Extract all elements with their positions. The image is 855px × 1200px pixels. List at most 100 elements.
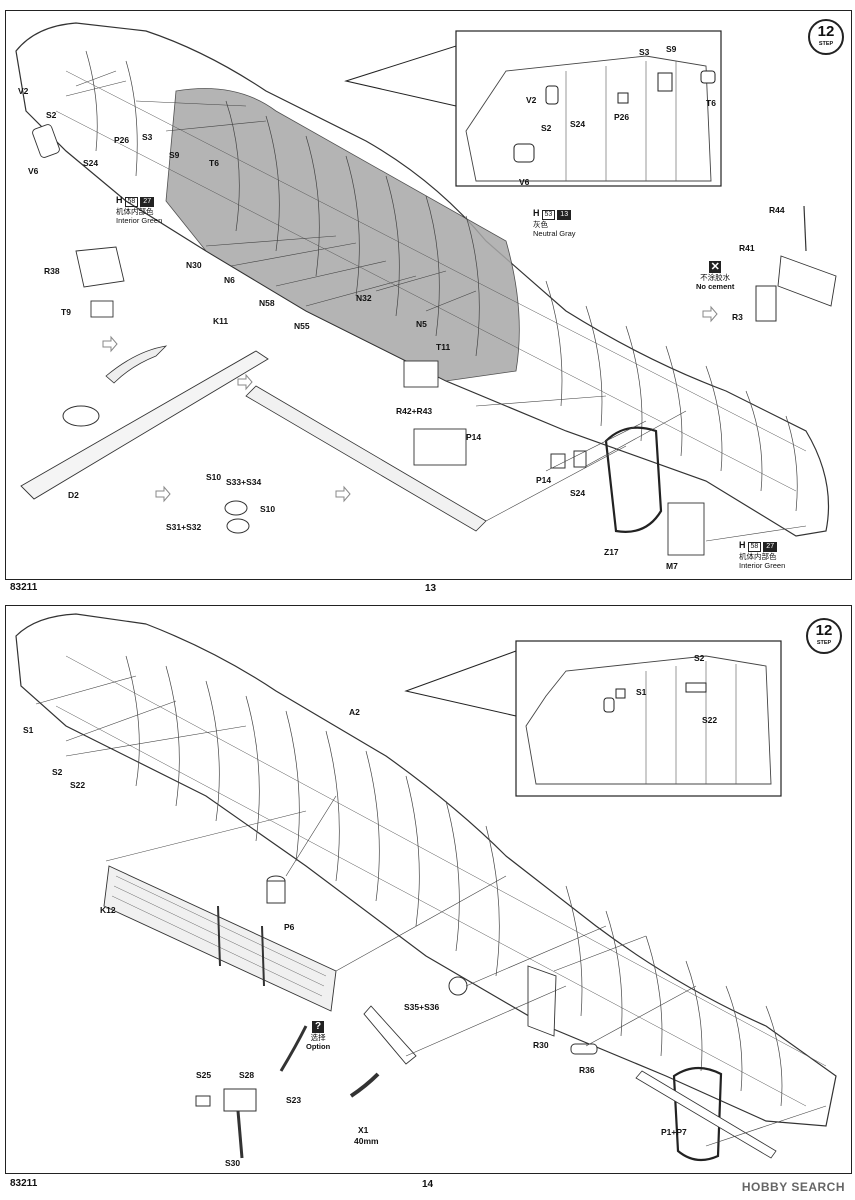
part-label: D2 [68, 490, 79, 500]
part-label: S2 [52, 767, 63, 777]
door-frame [672, 1066, 723, 1162]
page-number: 13 [425, 583, 437, 594]
no-cement-callout: ✕ 不涂胶水 No cement [696, 261, 735, 291]
seat-cushion-k11 [105, 345, 168, 384]
part-label: M7 [666, 561, 678, 571]
detail-inset-box [515, 640, 782, 797]
part-label: S25 [196, 1070, 212, 1080]
inset-pointer [344, 45, 457, 107]
part-label: P14 [536, 475, 552, 485]
part-label: K12 [100, 905, 116, 915]
option-icon: ? [312, 1021, 325, 1033]
part-label: S10 [260, 504, 276, 514]
part-label: R42+R43 [396, 406, 433, 416]
part-label: S9 [169, 150, 180, 160]
part-label: S33+S34 [226, 477, 262, 487]
inset-part-label: V6 [519, 177, 530, 187]
cabin-floor-panel [245, 385, 487, 532]
page-number: 14 [422, 1179, 434, 1190]
inset-fuselage-section [525, 655, 772, 785]
part-label: S30 [225, 1158, 241, 1168]
part-label: X1 [358, 1125, 369, 1135]
bench-rail-d2 [20, 350, 269, 500]
part-label: P14 [466, 432, 482, 442]
gun-mount [363, 1005, 417, 1065]
part-label: R30 [533, 1040, 549, 1050]
part-label: N6 [224, 275, 235, 285]
step-number: 12 [817, 23, 835, 40]
inset-part-label: T6 [706, 98, 716, 108]
inset-part-label: S3 [639, 47, 650, 57]
inset-frames [645, 661, 737, 784]
fuselage-frames [85, 50, 798, 512]
part-label: R36 [579, 1065, 595, 1075]
fuselage-exploded-diagram-13 [15, 22, 837, 556]
fuselage-half-outline [15, 613, 837, 1127]
fuselage-exploded-diagram-14 [15, 613, 837, 1162]
detail-inset-box [455, 30, 722, 187]
part-label: R41 [739, 243, 755, 253]
direction-arrows [102, 305, 718, 503]
part-label: T11 [436, 342, 451, 352]
part-label: V2 [18, 86, 29, 96]
no-cement-icon: ✕ [709, 261, 722, 273]
part-label: R44 [769, 205, 785, 215]
door-frame-z17 [604, 426, 663, 533]
step-label: STEP [816, 640, 832, 646]
step-badge: 12 STEP [808, 19, 844, 55]
part-label: S24 [570, 488, 586, 498]
part-label: S3 [142, 132, 153, 142]
step-label: STEP [818, 41, 834, 47]
leader-lines [35, 675, 827, 1147]
part-label: K11 [213, 316, 229, 326]
fuselage-stringers [55, 655, 827, 1107]
part-label: Z17 [604, 547, 619, 557]
part-label: N32 [356, 293, 372, 303]
part-label: S1 [23, 725, 34, 735]
part-label: N30 [186, 260, 202, 270]
part-label: N5 [416, 319, 427, 329]
inset-part-label: V2 [526, 95, 537, 105]
inset-part-label: S2 [541, 123, 552, 133]
neutral-gray-interior [165, 88, 520, 382]
part-label: S24 [83, 158, 99, 168]
part-label: R3 [732, 312, 743, 322]
part-label: S23 [286, 1095, 302, 1105]
option-callout: ? 选择 Option [306, 1021, 331, 1051]
part-label: S2 [46, 110, 57, 120]
step-badge: 12 STEP [806, 618, 842, 654]
panel-r30 [527, 965, 557, 1037]
part-label: V6 [28, 166, 39, 176]
rack-r41 [777, 255, 837, 307]
part-label: P6 [284, 922, 295, 932]
inset-part-label: P26 [614, 112, 630, 122]
part-label: P26 [114, 135, 130, 145]
panel-m7 [667, 502, 705, 556]
part-label: N55 [294, 321, 310, 331]
part-label: S10 [206, 472, 222, 482]
inset-frames [565, 61, 677, 181]
step-number: 12 [815, 622, 833, 639]
part-label: A2 [349, 707, 360, 717]
doc-code: 83211 [10, 1178, 38, 1189]
strip-p1-p7 [635, 1070, 777, 1159]
inset-part-label: S9 [666, 44, 677, 54]
part-label: 40mm [354, 1136, 379, 1146]
fuselage-frames [125, 655, 783, 1107]
part-label: T9 [61, 307, 71, 317]
part-label: S35+S36 [404, 1002, 440, 1012]
part-label: R38 [44, 266, 60, 276]
inset-part-label: S2 [694, 653, 705, 663]
watermark-text: HOBBY SEARCH [741, 1180, 845, 1194]
inset-part-label: S1 [636, 687, 647, 697]
instruction-sheet-14: 12 STEP ? 选择 Option S1 S2 S22 A2 K12 P6 … [5, 605, 852, 1174]
part-label: P1+P7 [661, 1127, 687, 1137]
inset-part-label: S22 [702, 715, 718, 725]
part-label: T6 [209, 158, 219, 168]
part-label: S28 [239, 1070, 255, 1080]
